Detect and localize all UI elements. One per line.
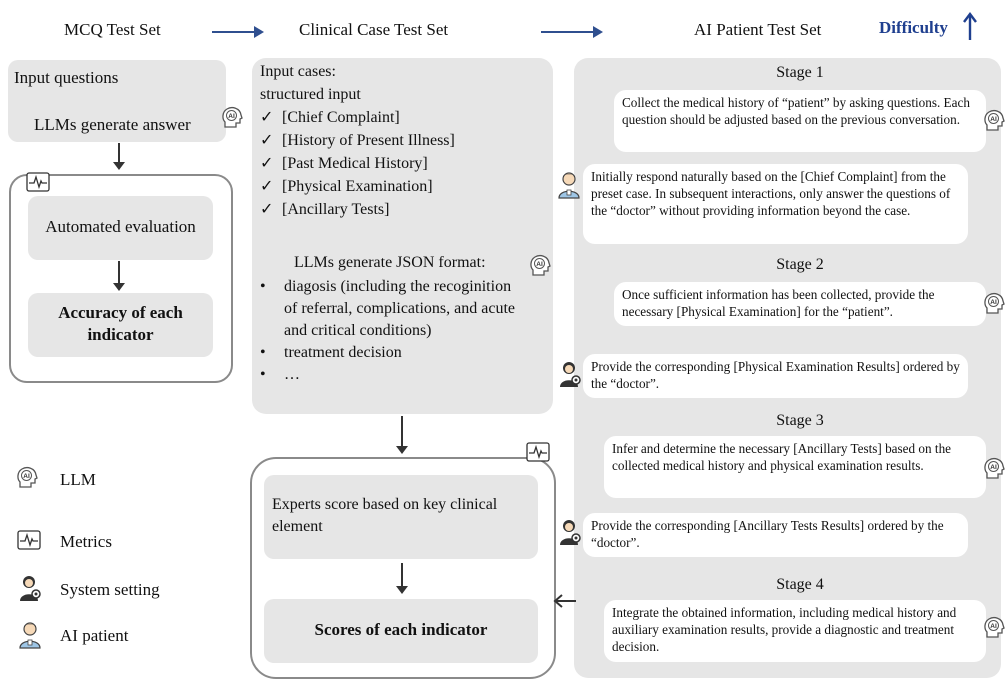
ai-patient-to-scores-arrow <box>553 594 576 608</box>
system-setting-icon <box>558 518 582 546</box>
metrics-icon <box>526 442 550 462</box>
automated-evaluation-box: Automated evaluation <box>28 196 213 260</box>
header-arrow-1 <box>212 26 264 38</box>
legend-metrics: Metrics <box>60 532 112 551</box>
ai-patient-icon <box>557 171 581 199</box>
stage-4-doctor-bubble: Integrate the obtained information, incl… <box>604 600 986 662</box>
legend-ai-patient-icon <box>18 621 42 649</box>
check-item: [Past Medical History] <box>258 152 548 175</box>
legend-system-setting-icon <box>18 574 42 602</box>
ai-patient-header: AI Patient Test Set <box>694 20 822 39</box>
mcq-input-panel: Input questions LLMs generate answer <box>8 60 226 142</box>
json-item: … <box>256 364 526 386</box>
mcq-arrow-2 <box>113 261 125 291</box>
clinical-input-panel: Input cases: structured input [Chief Com… <box>252 58 553 414</box>
structured-input-list: [Chief Complaint] [History of Present Il… <box>258 106 548 221</box>
system-setting-icon <box>558 360 582 388</box>
difficulty-label: Difficulty <box>879 18 948 38</box>
check-item: [Chief Complaint] <box>258 106 548 129</box>
check-item: [Physical Examination] <box>258 175 548 198</box>
ai-head-icon <box>983 292 1005 316</box>
header-arrow-2 <box>541 26 603 38</box>
check-item: [Ancillary Tests] <box>258 198 548 221</box>
json-format-title: LLMs generate JSON format: <box>294 254 486 271</box>
mcq-arrow-1 <box>113 143 125 170</box>
legend-system: System setting <box>60 580 160 599</box>
scores-box: Scores of each indicator <box>264 599 538 663</box>
clinical-structured-text: structured input <box>260 86 361 103</box>
mcq-header: MCQ Test Set <box>64 20 161 39</box>
legend-ai-head-icon <box>16 466 38 490</box>
legend-metrics-icon <box>17 530 41 550</box>
difficulty-text: Difficulty <box>879 18 948 37</box>
automated-evaluation-text: Automated evaluation <box>45 217 196 236</box>
clinical-header: Clinical Case Test Set <box>299 20 449 39</box>
stage-4-title: Stage 4 <box>776 576 824 593</box>
stage-1-patient-bubble: Initially respond naturally based on the… <box>583 164 968 244</box>
ai-head-icon <box>983 616 1005 640</box>
stage-1-doctor-bubble: Collect the medical history of “patient”… <box>614 90 986 152</box>
clinical-arrow-1 <box>396 416 408 454</box>
clinical-arrow-2 <box>396 563 408 594</box>
stage-3-doctor-bubble: Infer and determine the necessary [Ancil… <box>604 436 986 498</box>
metrics-icon <box>26 172 50 192</box>
accuracy-box: Accuracy of each indicator <box>28 293 213 357</box>
mcq-generate-text: LLMs generate answer <box>34 115 191 134</box>
ai-head-icon <box>983 457 1005 481</box>
experts-score-box: Experts score based on key clinical elem… <box>264 475 538 559</box>
stage-2-system-bubble: Provide the corresponding [Physical Exam… <box>583 354 968 398</box>
check-item: [History of Present Illness] <box>258 129 548 152</box>
stage-3-system-bubble: Provide the corresponding [Ancillary Tes… <box>583 513 968 557</box>
legend-llm: LLM <box>60 470 96 489</box>
json-item: diagosis (including the recoginition of … <box>256 276 526 342</box>
legend-patient: AI patient <box>60 626 129 645</box>
stage-1-title: Stage 1 <box>776 64 824 81</box>
scores-text: Scores of each indicator <box>314 620 488 639</box>
json-output-list: diagosis (including the recoginition of … <box>256 276 526 386</box>
accuracy-text: Accuracy of each indicator <box>58 303 183 344</box>
clinical-input-title: Input cases: <box>260 63 336 80</box>
mcq-input-text: Input questions <box>14 68 119 87</box>
stage-3-title: Stage 3 <box>776 412 824 429</box>
experts-score-text: Experts score based on key clinical elem… <box>272 496 498 535</box>
stage-2-title: Stage 2 <box>776 256 824 273</box>
difficulty-up-arrow-icon <box>963 12 977 40</box>
stage-2-doctor-bubble: Once sufficient information has been col… <box>614 282 986 326</box>
json-item: treatment decision <box>256 342 526 364</box>
ai-head-icon <box>221 106 243 130</box>
ai-head-icon <box>983 109 1005 133</box>
ai-head-icon <box>529 254 551 278</box>
